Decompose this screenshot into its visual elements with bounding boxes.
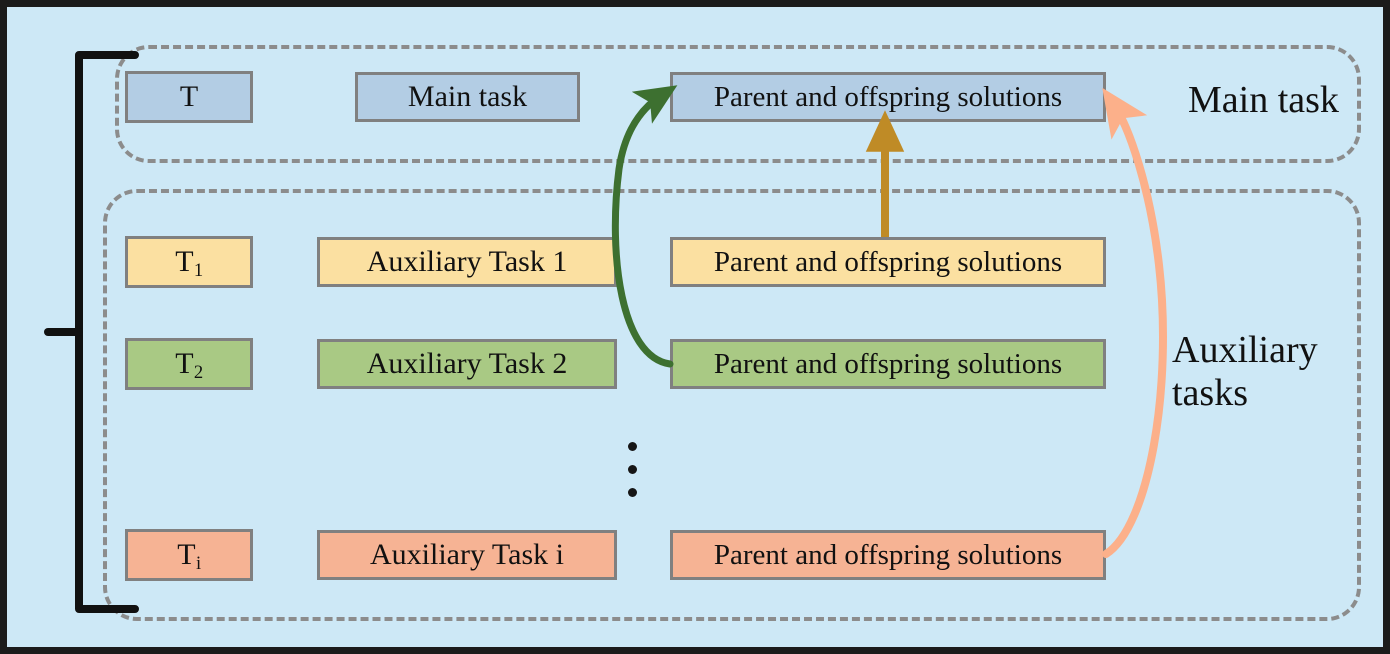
group-label-auxiliary-line2: tasks: [1172, 371, 1248, 414]
aux-task-2-tag-label: T2: [175, 347, 204, 384]
aux-task-2-tag-box: T2: [125, 338, 253, 390]
aux-task-i-tag-label: Ti: [177, 538, 202, 575]
aux-task-1-solutions-box: Parent and offspring solutions: [670, 237, 1106, 287]
aux-task-i-tag-box: Ti: [125, 529, 253, 581]
main-task-name-label: Main task: [407, 80, 528, 113]
aux-task-1-name-box: Auxiliary Task 1: [317, 237, 617, 287]
aux-task-i-name-label: Auxiliary Task i: [370, 538, 564, 571]
main-task-solutions-box: Parent and offspring solutions: [670, 72, 1106, 122]
aux-task-2-name-box: Auxiliary Task 2: [317, 339, 617, 389]
vertical-ellipsis: [628, 442, 637, 497]
main-task-tag-box: T: [125, 71, 253, 123]
group-label-auxiliary-tasks: Auxiliary tasks: [1172, 329, 1318, 414]
aux-task-2-solutions-label: Parent and offspring solutions: [713, 347, 1063, 380]
aux-task-1-tag-box: T1: [125, 236, 253, 288]
aux-task-i-solutions-label: Parent and offspring solutions: [713, 538, 1063, 571]
aux-task-i-name-box: Auxiliary Task i: [317, 530, 617, 580]
aux-task-i-solutions-box: Parent and offspring solutions: [670, 530, 1106, 580]
ellipsis-dot: [628, 488, 637, 497]
aux-task-1-tag-label: T1: [175, 245, 204, 282]
aux-task-1-solutions-label: Parent and offspring solutions: [713, 245, 1063, 278]
group-label-auxiliary-line1: Auxiliary: [1172, 329, 1318, 371]
group-label-main-task: Main task: [1188, 79, 1339, 121]
aux-task-1-name-label: Auxiliary Task 1: [366, 245, 568, 278]
ellipsis-dot: [628, 465, 637, 474]
main-task-solutions-label: Parent and offspring solutions: [713, 80, 1063, 113]
ellipsis-dot: [628, 442, 637, 451]
aux-task-2-solutions-box: Parent and offspring solutions: [670, 339, 1106, 389]
main-task-name-box: Main task: [355, 72, 580, 122]
main-task-tag-label: T: [179, 80, 199, 113]
aux-task-2-name-label: Auxiliary Task 2: [366, 347, 568, 380]
